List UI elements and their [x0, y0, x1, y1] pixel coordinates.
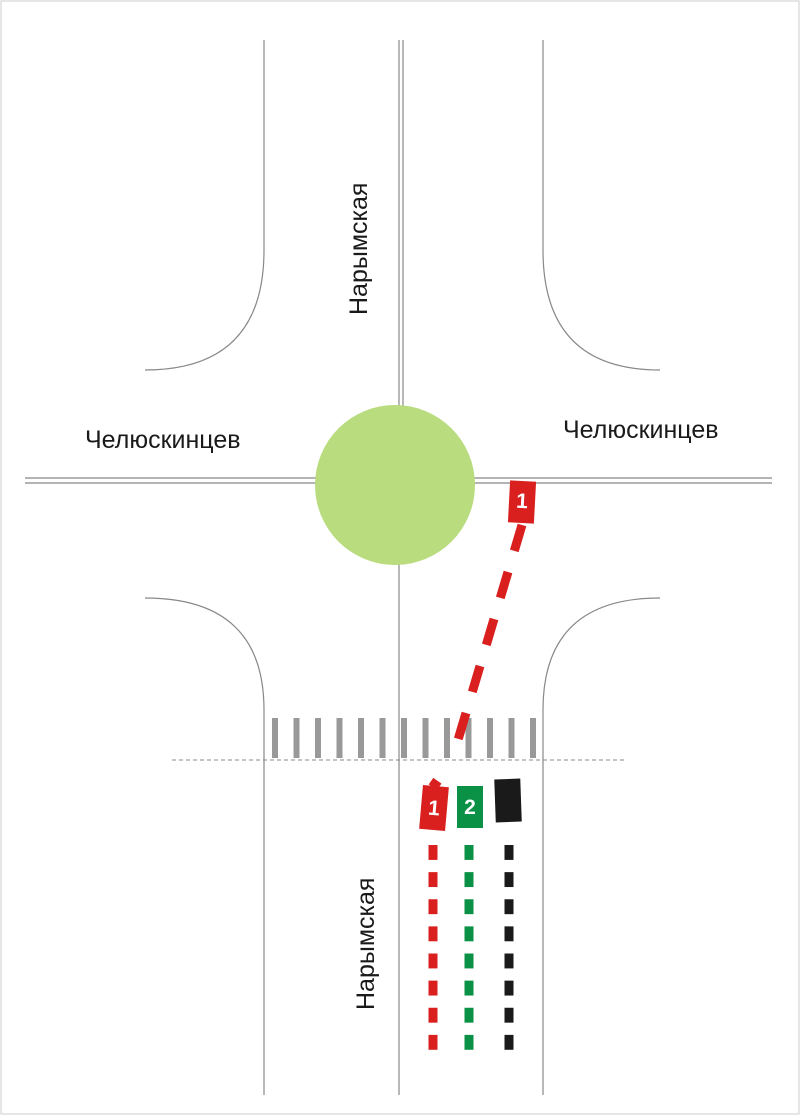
crosswalk-stripe — [358, 718, 364, 758]
crosswalk-stripe — [272, 718, 278, 758]
crosswalk-stripe — [422, 718, 429, 758]
path-dash-vehicle-1-turn — [495, 570, 513, 600]
curb-bottom-left — [144, 597, 265, 1095]
crosswalk-stripe — [401, 718, 407, 758]
vehicle-1: 1 — [419, 777, 449, 832]
svg-text:1: 1 — [516, 490, 529, 514]
crosswalk-stripe — [293, 718, 300, 758]
street-label-top: Нарымская — [345, 183, 373, 315]
crosswalk-stripe — [465, 718, 472, 758]
roundabout — [315, 405, 475, 565]
svg-text:1: 1 — [427, 797, 441, 821]
crosswalk-stripe — [379, 718, 386, 758]
street-label-left: Челюскинцев — [85, 426, 241, 454]
street-label-right: Челюскинцев — [563, 416, 719, 444]
crosswalk-stripe — [508, 718, 515, 758]
curb-top-right — [542, 40, 661, 371]
crosswalk — [272, 718, 536, 758]
path-dash-vehicle-1-turn — [453, 711, 471, 741]
curb-bottom-right — [542, 597, 661, 1095]
vehicle-1-top: 1 — [507, 480, 537, 524]
curb-top-left — [144, 40, 265, 371]
crosswalk-stripe — [315, 718, 321, 758]
vehicle-2: 2 — [457, 786, 483, 828]
street-label-bottom: Нарымская — [352, 878, 380, 1010]
vehicle-paths — [428, 523, 527, 1050]
crosswalk-stripe — [444, 718, 450, 758]
svg-text:2: 2 — [464, 796, 476, 819]
crosswalk-stripe — [336, 718, 343, 758]
path-dash-vehicle-1-turn — [467, 664, 485, 694]
crosswalk-stripe — [530, 718, 536, 758]
crosswalk-stripe — [487, 718, 493, 758]
path-dash-vehicle-1-turn — [481, 617, 499, 647]
curbs — [25, 40, 772, 1095]
vehicle-3 — [494, 778, 522, 823]
path-dash-vehicle-1-turn — [509, 523, 527, 553]
